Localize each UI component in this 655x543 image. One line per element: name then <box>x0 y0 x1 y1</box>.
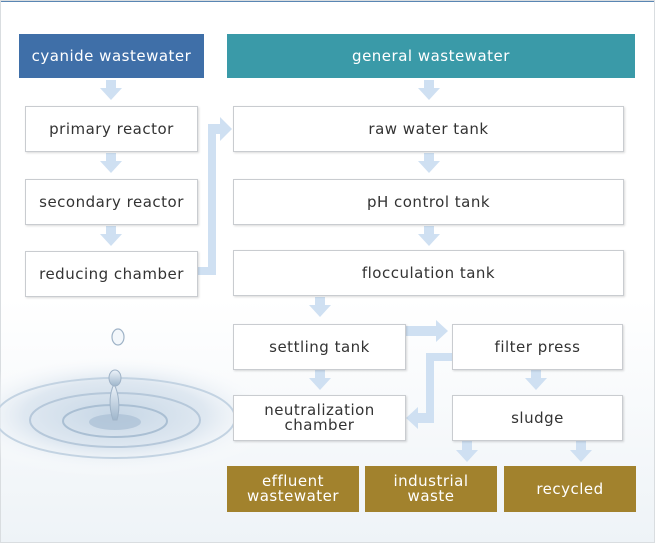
arrow-down <box>100 226 122 246</box>
reducing-chamber-node: reducing chamber <box>25 251 198 297</box>
recycled-output: recycled <box>504 466 636 512</box>
primary-reactor-node: primary reactor <box>25 106 198 152</box>
arrow-down <box>309 297 331 317</box>
arrow-connector <box>198 117 232 275</box>
arrow-down <box>570 441 592 462</box>
arrow-down <box>456 441 478 462</box>
arrow-down <box>309 370 331 390</box>
neutralization-chamber-node: neutralization chamber <box>233 395 406 441</box>
general-wastewater-header: general wastewater <box>227 34 635 78</box>
sludge-node: sludge <box>452 395 623 441</box>
filter-press-node: filter press <box>452 324 623 370</box>
ph-control-tank-node: pH control tank <box>233 179 624 225</box>
arrow-down <box>525 370 547 390</box>
arrow-down <box>418 226 440 246</box>
cyanide-wastewater-header: cyanide wastewater <box>19 34 204 78</box>
arrow-down <box>100 153 122 173</box>
flocculation-tank-node: flocculation tank <box>233 250 624 296</box>
arrow-right <box>406 320 448 342</box>
arrow-down <box>418 80 440 100</box>
settling-tank-node: settling tank <box>233 324 406 370</box>
arrow-connector <box>406 353 452 429</box>
top-accent-line <box>0 0 655 2</box>
arrow-down <box>418 153 440 173</box>
raw-water-tank-node: raw water tank <box>233 106 624 152</box>
industrial-waste-output: industrial waste <box>365 466 497 512</box>
secondary-reactor-node: secondary reactor <box>25 179 198 225</box>
arrow-down <box>100 80 122 100</box>
effluent-wastewater-output: effluent wastewater <box>227 466 359 512</box>
